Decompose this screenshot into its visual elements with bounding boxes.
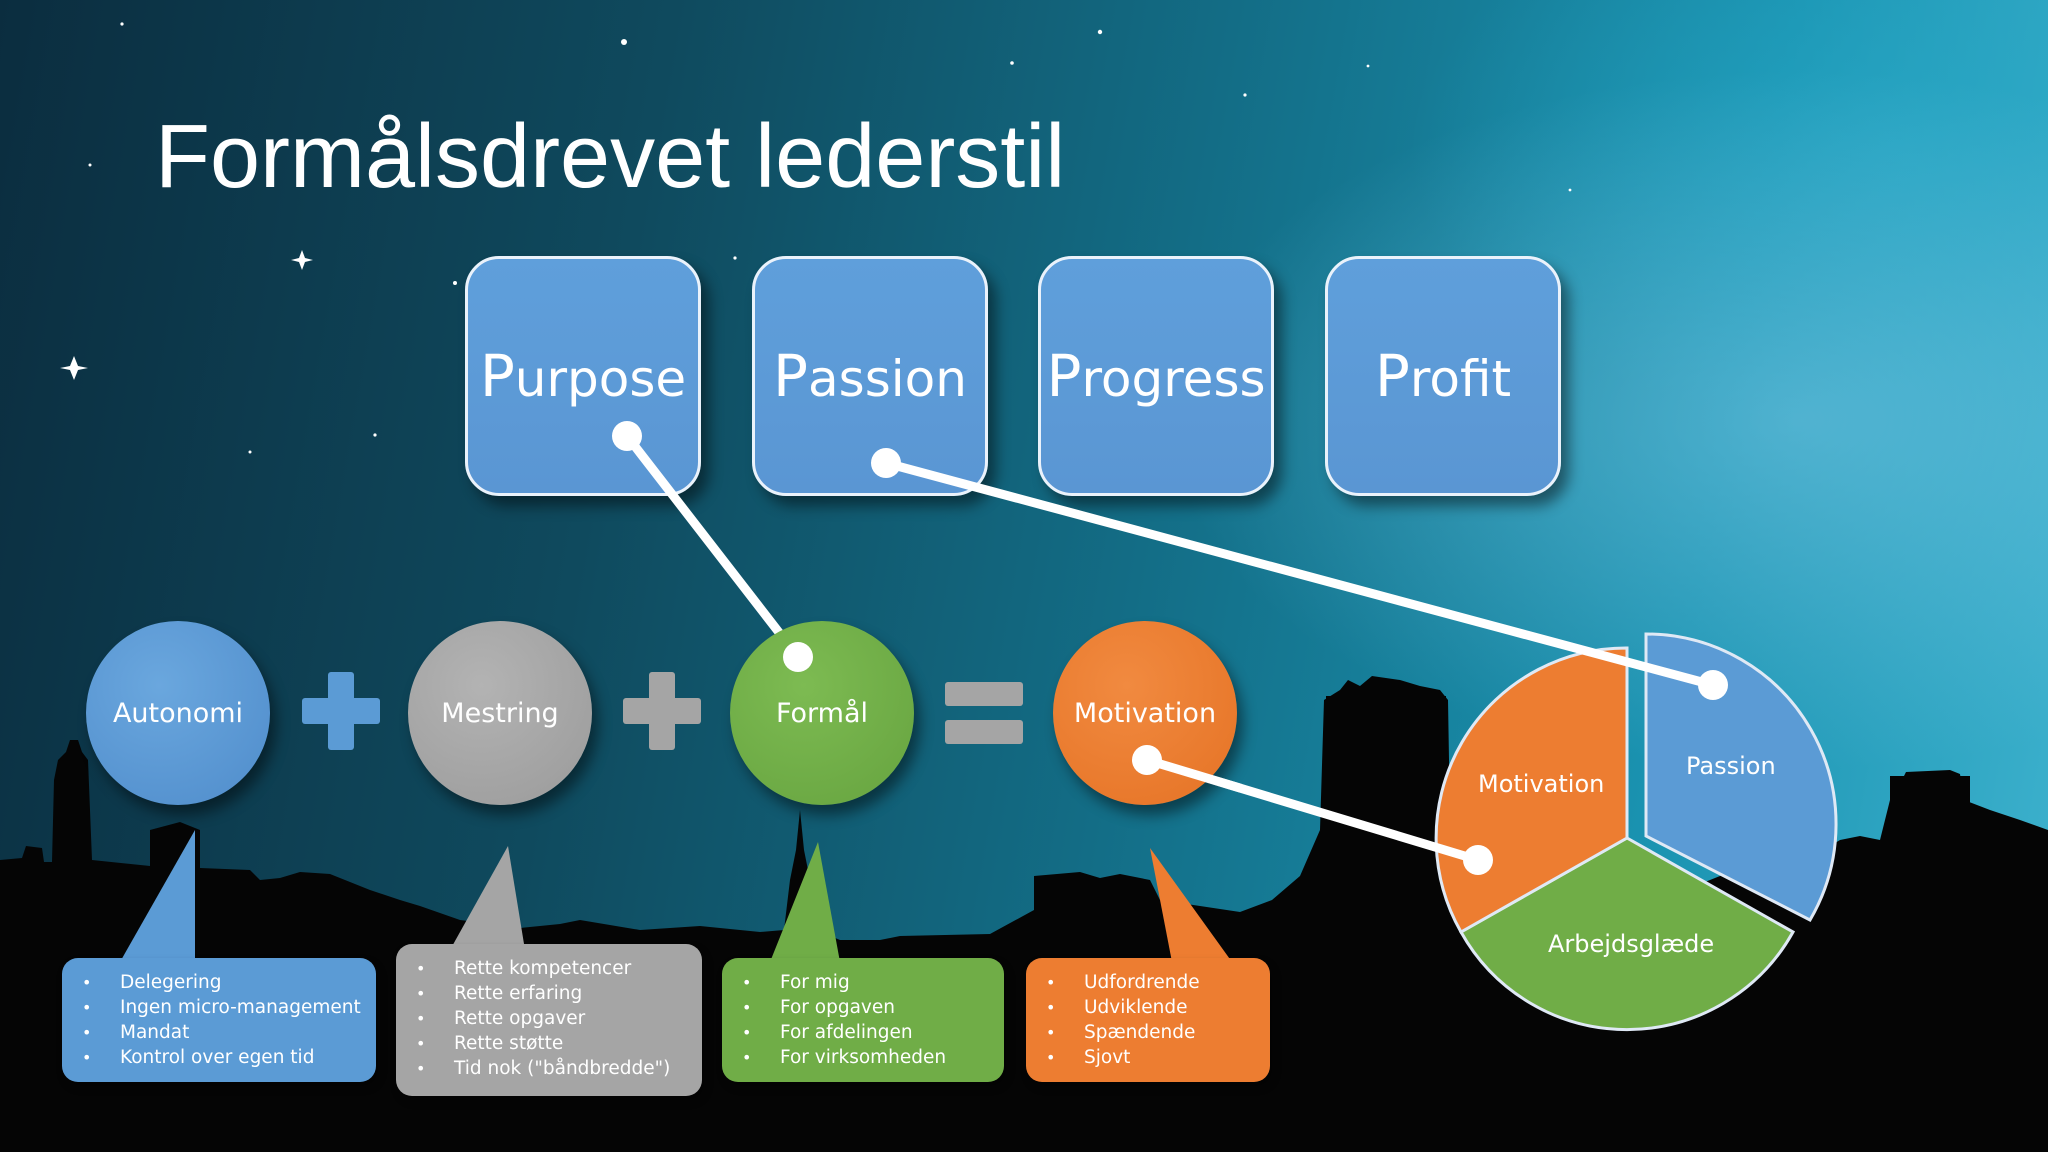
purpose-label: Purpose (479, 342, 687, 410)
motivation-label: Motivation (1073, 697, 1217, 729)
autonomi-label: Autonomi (112, 697, 244, 729)
list-item: Ingen micro-management (82, 995, 368, 1020)
list-item: Udviklende (1046, 995, 1262, 1020)
autonomi-circle: Autonomi (86, 621, 270, 805)
pie-label-motivation: Motivation (1478, 770, 1605, 798)
callout-motivation: Udfordrende Udviklende Spændende Sjovt (1026, 958, 1270, 1082)
purpose-box: Purpose (465, 256, 701, 496)
mestring-label: Mestring (441, 697, 559, 729)
callout-formaal: For mig For opgaven For afdelingen For v… (722, 958, 1004, 1082)
profit-label: Profit (1374, 342, 1512, 410)
formaal-label: Formål (775, 697, 869, 729)
callout-motivation-list: Udfordrende Udviklende Spændende Sjovt (1042, 970, 1262, 1070)
list-item: Sjovt (1046, 1045, 1262, 1070)
profit-box: Profit (1325, 256, 1561, 496)
list-item: Rette kompetencer (416, 956, 694, 981)
progress-box: Progress (1038, 256, 1274, 496)
list-item: Rette opgaver (416, 1006, 694, 1031)
list-item: Delegering (82, 970, 368, 995)
callout-autonomi-list: Delegering Ingen micro-management Mandat… (78, 970, 368, 1070)
list-item: Tid nok ("båndbredde") (416, 1056, 694, 1081)
formaal-circle: Formål (730, 621, 914, 805)
list-item: For opgaven (742, 995, 996, 1020)
building-tower-center (1326, 696, 1446, 896)
stars (60, 22, 1572, 454)
list-item: For afdelingen (742, 1020, 996, 1045)
list-item: Mandat (82, 1020, 368, 1045)
pie-label-arbejdsglaede: Arbejdsglæde (1548, 930, 1715, 958)
list-item: For virksomheden (742, 1045, 996, 1070)
passion-label: Passion (773, 342, 967, 410)
pie-label-passion: Passion (1686, 752, 1776, 780)
callout-mestring-list: Rette kompetencer Rette erfaring Rette o… (412, 956, 694, 1081)
mestring-circle: Mestring (408, 621, 592, 805)
building-tower-right (1890, 776, 1970, 956)
motivation-circle: Motivation (1053, 621, 1237, 805)
callout-formaal-list: For mig For opgaven For afdelingen For v… (738, 970, 996, 1070)
list-item: Rette erfaring (416, 981, 694, 1006)
callout-autonomi: Delegering Ingen micro-management Mandat… (62, 958, 376, 1082)
callout-mestring: Rette kompetencer Rette erfaring Rette o… (396, 944, 702, 1096)
list-item: Rette støtte (416, 1031, 694, 1056)
list-item: Spændende (1046, 1020, 1262, 1045)
passion-box: Passion (752, 256, 988, 496)
list-item: Udfordrende (1046, 970, 1262, 995)
list-item: Kontrol over egen tid (82, 1045, 368, 1070)
slide-title: Formålsdrevet lederstil (155, 107, 1066, 207)
progress-label: Progress (1046, 342, 1266, 410)
list-item: For mig (742, 970, 996, 995)
